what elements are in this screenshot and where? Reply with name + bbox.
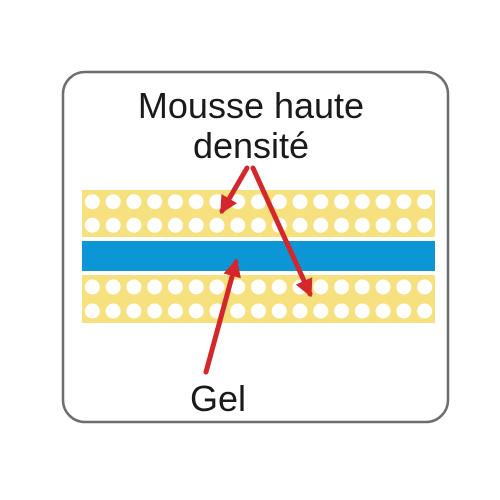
label-foam-line2: densité <box>193 125 309 166</box>
foam-top-hole <box>334 217 350 233</box>
foam-top-hole <box>167 217 183 233</box>
foam-top-hole <box>147 194 163 210</box>
foam-bottom-hole <box>105 279 121 295</box>
foam-bottom-hole <box>271 303 287 319</box>
foam-bottom-hole <box>105 303 121 319</box>
foam-top-hole <box>375 194 391 210</box>
foam-top-hole <box>84 194 100 210</box>
foam-top-hole <box>396 194 412 210</box>
foam-top-hole <box>354 217 370 233</box>
foam-bottom-hole <box>417 279 433 295</box>
foam-top-hole <box>417 194 433 210</box>
arrow-foam-top <box>219 165 250 215</box>
foam-top-hole <box>105 217 121 233</box>
foam-bottom-hole <box>417 303 433 319</box>
foam-bottom-hole <box>230 279 246 295</box>
foam-top-hole <box>417 217 433 233</box>
foam-bottom-hole <box>230 303 246 319</box>
foam-top-hole <box>209 217 225 233</box>
foam-top-hole <box>292 217 308 233</box>
foam-bottom-hole <box>188 279 204 295</box>
label-gel: Gel <box>190 378 246 419</box>
foam-top-hole <box>167 194 183 210</box>
foam-top-hole <box>292 194 308 210</box>
foam-holes-top <box>84 194 433 233</box>
foam-top-hole <box>251 217 266 233</box>
foam-bottom-hole <box>84 279 100 295</box>
foam-bottom-hole <box>251 303 266 319</box>
foam-top-hole <box>313 194 329 210</box>
foam-bottom-hole <box>271 279 287 295</box>
foam-top-hole <box>230 217 246 233</box>
foam-bottom-hole <box>375 303 391 319</box>
foam-top-hole <box>271 194 287 210</box>
foam-top-hole <box>375 217 391 233</box>
arrow-foam-bottom <box>250 165 313 298</box>
foam-top-hole <box>313 217 329 233</box>
foam-bottom-hole <box>126 303 142 319</box>
foam-top-hole <box>188 217 204 233</box>
foam-bottom-hole <box>375 279 391 295</box>
foam-top-hole <box>105 194 121 210</box>
arrows <box>203 165 313 375</box>
foam-bottom-hole <box>292 303 308 319</box>
foam-bottom-hole <box>396 279 412 295</box>
foam-bottom-hole <box>84 303 100 319</box>
foam-top-hole <box>396 217 412 233</box>
foam-bottom-hole <box>147 303 163 319</box>
foam-bottom-hole <box>354 279 370 295</box>
foam-top-hole <box>147 217 163 233</box>
foam-top-hole <box>251 194 266 210</box>
foam-top-hole <box>334 194 350 210</box>
foam-bottom-hole <box>396 303 412 319</box>
foam-bottom-hole <box>354 303 370 319</box>
label-foam-line1: Mousse haute <box>138 85 364 126</box>
foam-top-hole <box>188 194 204 210</box>
foam-bottom-hole <box>209 279 225 295</box>
foam-top-hole <box>126 217 142 233</box>
foam-bottom-hole <box>167 279 183 295</box>
foam-top-hole <box>126 194 142 210</box>
foam-bottom-hole <box>188 303 204 319</box>
foam-top-hole <box>84 217 100 233</box>
foam-bottom-hole <box>313 303 329 319</box>
foam-bottom-hole <box>334 303 350 319</box>
foam-bottom-hole <box>251 279 266 295</box>
foam-bottom-hole <box>313 279 329 295</box>
foam-top-hole <box>354 194 370 210</box>
gel-layer <box>82 241 435 271</box>
foam-bottom-hole <box>126 279 142 295</box>
foam-bottom-hole <box>334 279 350 295</box>
foam-bottom-hole <box>167 303 183 319</box>
arrow-gel <box>203 258 241 375</box>
foam-bottom-hole <box>147 279 163 295</box>
